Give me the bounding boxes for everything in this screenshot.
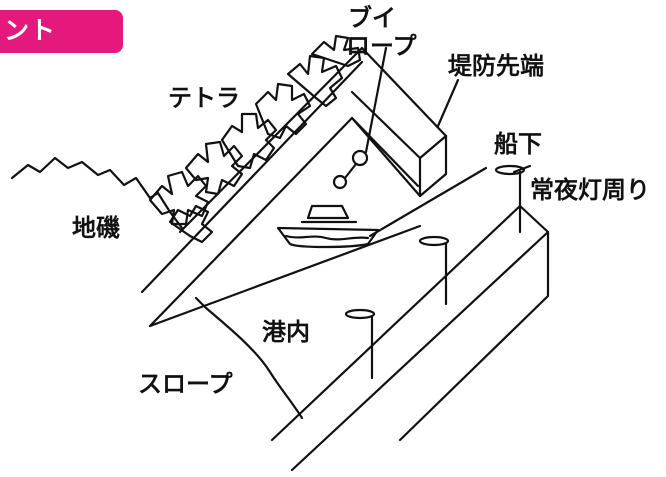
breakwater-outer-edge bbox=[178, 46, 364, 234]
quay-mid-edge bbox=[290, 230, 550, 472]
label-buoy: ブイ bbox=[348, 4, 396, 32]
pier-tip-side bbox=[418, 134, 448, 198]
label-rope: ロープ bbox=[346, 32, 417, 60]
breakwater-underside bbox=[148, 224, 422, 328]
label-harbor-inside: 港内 bbox=[262, 318, 310, 346]
buoy-icon bbox=[351, 149, 369, 167]
leader-pier-tip bbox=[436, 78, 460, 128]
label-night-light: 常夜灯周り bbox=[530, 176, 650, 204]
label-pier-tip: 堤防先端 bbox=[448, 52, 544, 80]
quay-top-edge bbox=[270, 204, 522, 442]
label-slope: スロープ bbox=[138, 370, 233, 398]
label-tetra: テトラ bbox=[168, 84, 240, 112]
breakwater-inner-edge bbox=[148, 116, 354, 328]
banner-text: ント bbox=[4, 16, 57, 45]
buoy-icon bbox=[332, 174, 348, 190]
leader-night-light bbox=[512, 164, 532, 174]
tetrapod-blocks bbox=[148, 34, 362, 244]
buoy-rope-line bbox=[364, 46, 388, 154]
slope-curve bbox=[194, 296, 304, 420]
pier-tip-front bbox=[418, 134, 448, 198]
boat-icon bbox=[276, 204, 380, 249]
pier-tip-top bbox=[360, 46, 448, 138]
leader-under-boat bbox=[368, 166, 488, 238]
pier-tip-left bbox=[350, 90, 422, 198]
label-under-boat: 船下 bbox=[494, 130, 542, 158]
breakwater-top-left-edge bbox=[140, 60, 364, 294]
night-light-posts bbox=[344, 164, 526, 380]
quay-front-edge bbox=[398, 204, 550, 442]
label-rocky-shore: 地磯 bbox=[72, 214, 120, 242]
title-banner: ント bbox=[0, 10, 123, 53]
